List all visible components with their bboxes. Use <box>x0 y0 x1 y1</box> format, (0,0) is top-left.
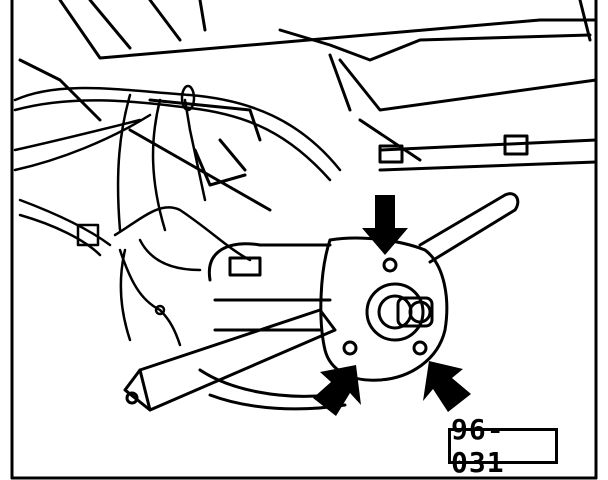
screw-left <box>342 340 358 356</box>
screw-top <box>382 257 398 273</box>
steering-column-switch-housing <box>198 236 449 411</box>
wiring-harness <box>13 84 342 347</box>
dashboard-panel <box>18 0 598 212</box>
wiper-lever <box>418 192 520 264</box>
mounting-screws <box>342 257 428 356</box>
callout-arrows <box>313 195 471 416</box>
arrow-up-right-icon <box>313 365 361 416</box>
screw-right <box>412 340 428 356</box>
arrow-down-icon <box>362 195 408 255</box>
turn-signal-lever <box>123 308 337 412</box>
figure-code-label: 96-031 <box>448 413 558 479</box>
steering-shaft <box>396 296 434 328</box>
arrow-up-left-icon <box>423 361 471 412</box>
